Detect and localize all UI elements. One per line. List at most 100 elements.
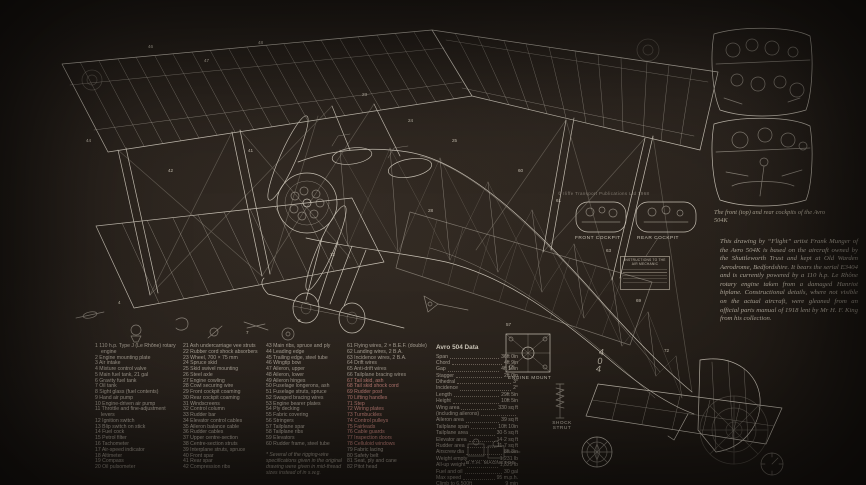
instructions-plate: INSTRUCTIONS TO THE AIR MECHANIC — [620, 256, 670, 290]
legend-item: 82 Pitot head — [347, 464, 378, 471]
callout-number: 41 — [248, 148, 254, 153]
legend-item: 27 Engine cowling — [183, 377, 225, 384]
legend-item: 32 Control column — [183, 406, 225, 413]
legend-item: 44 Leading edge — [266, 348, 305, 355]
front-cockpit-label: FRONT COCKPIT — [575, 236, 621, 241]
legend-item: 59 Elevators — [266, 435, 295, 442]
legend-item: 7 Oil tank — [95, 383, 117, 390]
callout-number: 63 — [606, 248, 612, 253]
legend-item: 64 Drift wires — [347, 360, 377, 367]
wing-roundels — [81, 38, 660, 91]
legend-item: 22 Rubber cord shock absorbers — [183, 348, 258, 355]
callout-number: 23 — [362, 92, 368, 97]
legend-item: 58 Tailplane ribs — [266, 429, 304, 436]
legend-item: 45 Trailing edge, steel tube — [266, 354, 328, 361]
legend-item: 31 Windscreens — [183, 400, 220, 407]
legend-item: 5 Main fuel tank, 21 gal — [95, 371, 149, 378]
legend-item: 72 Wiring plates — [347, 406, 384, 413]
callout-number: 12 — [330, 252, 336, 257]
callout-number: 72 — [664, 348, 670, 353]
engine-mount-label: ENGINE MOUNT — [508, 376, 552, 381]
magnetos-sketch — [467, 438, 521, 459]
legend-item: 3 Air intake — [95, 360, 121, 367]
legend-item: 52 Swaged bracing wires — [266, 394, 324, 401]
legend-item: 20 Oil pulsometer — [95, 464, 136, 471]
legend-item: 71 Step — [347, 400, 365, 407]
legend-item: 68 Tail skid shock cord — [347, 383, 399, 390]
legend-item: 19 Compass — [95, 458, 124, 465]
rear-cockpit-label: REAR COCKPIT — [637, 236, 679, 241]
legend-item: 57 Tailplane spar — [266, 423, 305, 430]
legend-item: 70 Lifting handles — [347, 394, 388, 401]
magnetos-label: B.T.H. MAGNETOS — [466, 461, 516, 466]
callout-number: 8 — [298, 318, 301, 323]
legend-item: 78 Celluloid windows — [347, 441, 396, 448]
legend-item: 35 Aileron balance cable — [183, 423, 240, 430]
legend-item: 60 Rudder frame, steel tube — [266, 441, 330, 448]
legend-item: 67 Tail skid, ash — [347, 377, 384, 384]
legend-item: 80 Safety belt — [347, 452, 379, 459]
legend-item: 23 Wheel, 700 × 75 mm — [183, 354, 238, 361]
legend-item: 30 Rear cockpit coaming — [183, 394, 240, 401]
compass-rose-sketch — [581, 436, 613, 468]
callout-number: 48 — [258, 40, 264, 45]
upper-wing-right — [431, 29, 719, 151]
legend-item: 2 Engine mounting plate — [95, 354, 151, 361]
legend-item: 29 Front cockpit coaming — [183, 389, 241, 396]
legend-item: 46 Wingtip bow — [266, 360, 302, 367]
callout-number: 42 — [168, 168, 174, 173]
legend-item: 37 Upper centre-section — [183, 435, 238, 442]
legend-item: 26 Steel axle — [183, 371, 213, 378]
legend-item: 56 Stringers — [266, 417, 294, 424]
legend-item: 28 Cowl securing wire — [183, 383, 234, 390]
legend-item: 62 Landing wires, 2 B.A. — [347, 348, 403, 355]
data-table-title: Avro 504 Data — [436, 344, 479, 351]
engine-mount-sketch — [505, 333, 551, 373]
engine-and-propeller — [267, 115, 347, 291]
legend-item: 69 Rudder post — [347, 389, 383, 396]
callout-number: 61 — [556, 198, 562, 203]
undercarriage — [261, 237, 405, 334]
legend-item: 66 Tailplane bracing wires — [347, 371, 407, 378]
callout-number: 7 — [246, 330, 249, 335]
tail-group — [585, 358, 783, 453]
legend-item: 17 Air-speed indicator — [95, 446, 145, 453]
legend-footnote: * Several of the rigging-wire specificat… — [266, 451, 342, 476]
description-paragraph: This drawing by “Flight” artist Frank Mu… — [720, 238, 858, 323]
front-cockpit-view — [711, 27, 813, 117]
legend-item: 25 Skid swivel mounting — [183, 366, 239, 373]
legend-item: 36 Rudder cables — [183, 429, 224, 436]
legend-item: 9 Hand air pump — [95, 394, 134, 401]
legend-item: 74 Control pulleys — [347, 417, 389, 424]
legend-item: 48 Aileron, lower — [266, 371, 305, 378]
legend-column-1: 1 110 h.p. Type J (Le Rhône) rotary engi… — [95, 343, 179, 471]
instructions-text-lines — [623, 268, 667, 285]
legend-item: 54 Ply decking — [266, 406, 300, 413]
legend-item: 49 Aileron hinges — [266, 377, 306, 384]
legend-item: 81 Seat, ply and cane — [347, 458, 397, 465]
legend-item: 15 Petrol filter — [95, 435, 127, 442]
small-dial-sketch — [760, 452, 784, 476]
shock-strut-sketch — [555, 383, 565, 419]
rigging-wires — [117, 103, 693, 393]
legend-item: 41 Rear spar — [183, 458, 213, 465]
legend-item: 51 Fuselage struts, spruce — [266, 389, 327, 396]
